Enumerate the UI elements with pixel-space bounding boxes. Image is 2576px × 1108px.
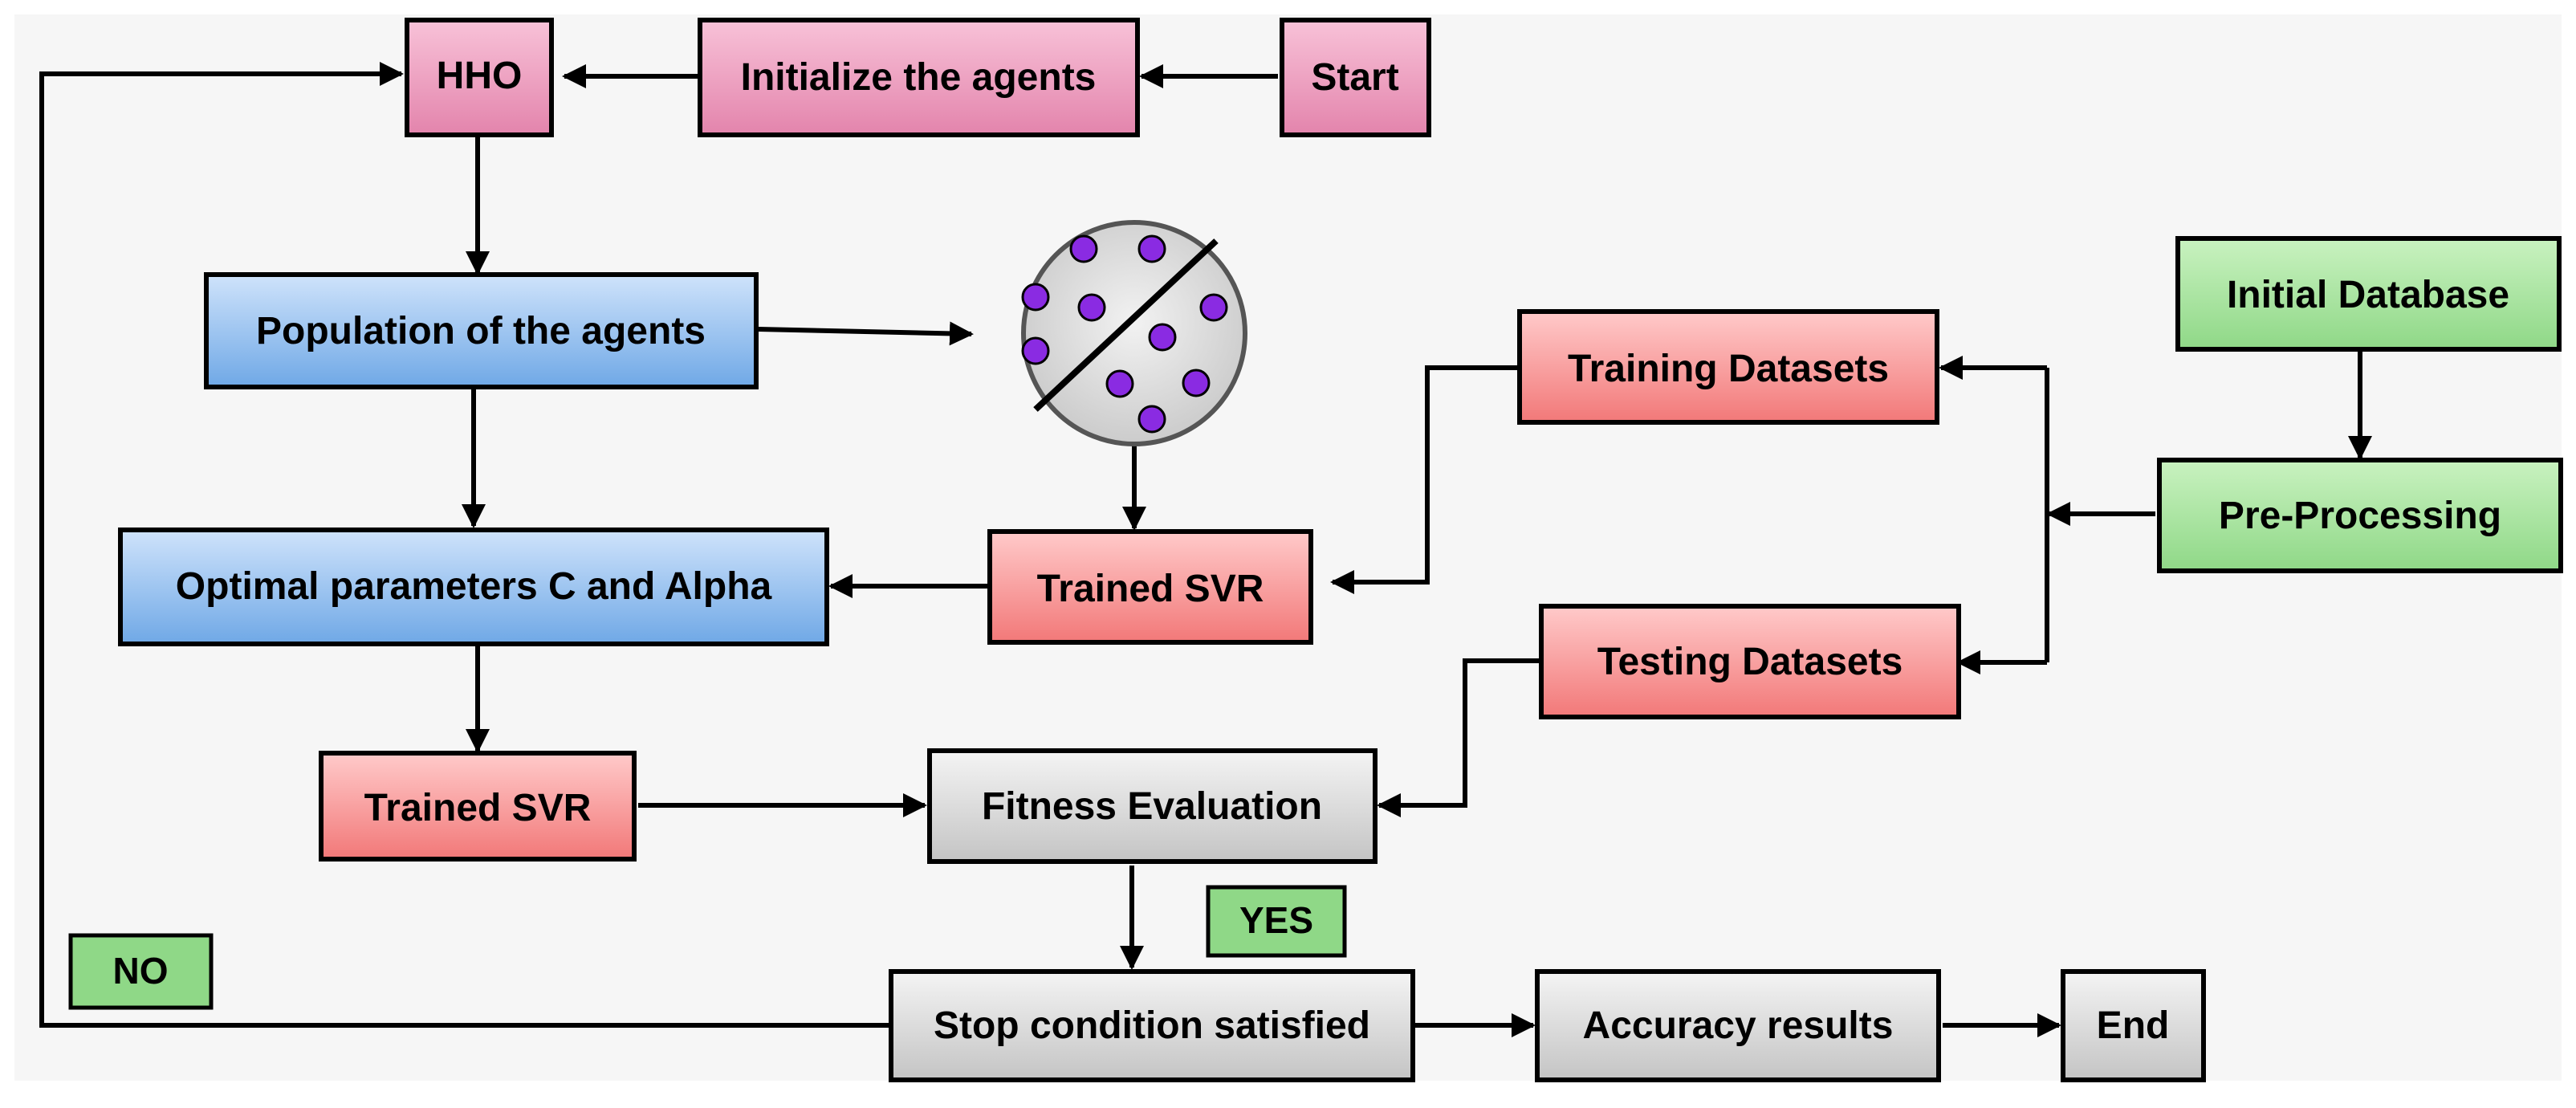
svm-separation-icon — [1021, 220, 1247, 446]
end-node: End — [2061, 969, 2206, 1082]
yes-label: YES — [1239, 899, 1313, 941]
pre-processing-node: Pre-Processing — [2157, 458, 2563, 573]
trained-svr-node-right: Trained SVR — [987, 529, 1313, 645]
pre-processing-label: Pre-Processing — [2219, 495, 2501, 537]
initial-database-node: Initial Database — [2175, 236, 2562, 352]
stop-condition-label: Stop condition satisfied — [934, 1004, 1370, 1047]
fitness-evaluation-node: Fitness Evaluation — [927, 748, 1378, 864]
trained-svr-node-left: Trained SVR — [319, 751, 637, 862]
training-datasets-label: Training Datasets — [1568, 348, 1889, 390]
start-label: Start — [1311, 56, 1398, 99]
optimal-parameters-node: Optimal parameters C and Alpha — [118, 528, 829, 646]
population-node: Population of the agents — [204, 272, 759, 389]
trained-svr-right-label: Trained SVR — [1037, 568, 1264, 610]
fitness-evaluation-label: Fitness Evaluation — [982, 785, 1322, 828]
testing-datasets-label: Testing Datasets — [1597, 641, 1903, 683]
arrow-training-to-trained-svr — [1330, 365, 1517, 594]
arrow-population-to-cluster — [758, 321, 974, 346]
arrow-no-loop-to-hho — [39, 62, 889, 1028]
end-label: End — [2097, 1004, 2170, 1047]
accuracy-results-node: Accuracy results — [1535, 969, 1941, 1082]
hho-node: HHO — [405, 18, 554, 137]
testing-datasets-node: Testing Datasets — [1539, 604, 1961, 719]
training-datasets-node: Training Datasets — [1517, 309, 1939, 425]
start-node: Start — [1280, 18, 1431, 137]
stop-condition-node: Stop condition satisfied — [889, 969, 1415, 1082]
arrow-testing-to-fitness — [1377, 658, 1540, 817]
yes-label-box: YES — [1206, 885, 1347, 958]
hho-label: HHO — [437, 55, 523, 97]
trained-svr-left-label: Trained SVR — [364, 787, 592, 829]
optimal-parameters-label: Optimal parameters C and Alpha — [176, 565, 772, 608]
no-label: NO — [113, 950, 169, 992]
initialize-agents-node: Initialize the agents — [698, 18, 1140, 137]
no-label-box: NO — [68, 933, 214, 1010]
population-label: Population of the agents — [256, 310, 706, 352]
connectors — [39, 62, 2372, 1037]
accuracy-results-label: Accuracy results — [1583, 1004, 1894, 1047]
initialize-agents-label: Initialize the agents — [741, 56, 1097, 99]
initial-database-label: Initial Database — [2227, 274, 2509, 316]
